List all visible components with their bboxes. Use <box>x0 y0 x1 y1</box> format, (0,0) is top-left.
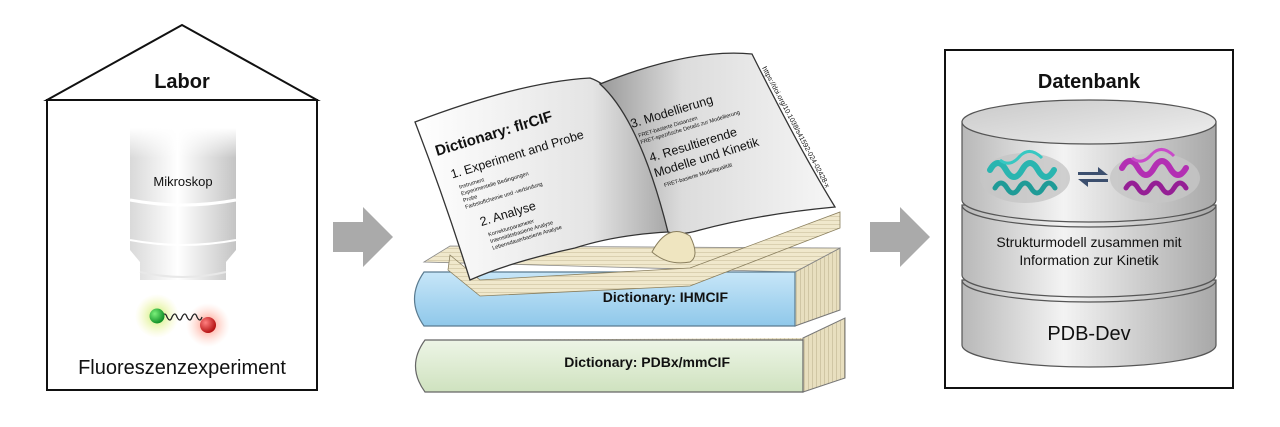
cylinder-segment-middle <box>961 204 1217 298</box>
flow-arrow-2 <box>870 207 930 267</box>
section1-item: Probe <box>463 194 479 204</box>
book-pdbx: Dictionary: PDBx/mmCIF <box>414 317 846 393</box>
datenbank-middle-line1: Strukturmodell zusammen mit <box>996 234 1181 250</box>
cylinder-lid <box>961 99 1217 145</box>
ihmcif-book-title: Dictionary: IHMCIF <box>603 289 729 305</box>
exchange-arrows-icon <box>1078 167 1108 187</box>
book-flrcif-open: Dictionary: flrCIF 1. Experiment and Pro… <box>414 52 841 297</box>
flow-arrow-1 <box>333 207 393 267</box>
protein-structure-magenta-icon <box>1110 148 1200 203</box>
labor-title: Labor <box>154 71 210 93</box>
labor-house: Labor Mikroskop Fluoreszenzexperiment <box>43 23 321 391</box>
left-page <box>414 77 669 281</box>
microscope-label: Mikroskop <box>153 174 212 189</box>
books-stack: Dictionary: PDBx/mmCIF Dictionary: IHMCI… <box>413 52 846 393</box>
database-cylinder-icon: Strukturmodell zusammen mit Information … <box>961 99 1217 368</box>
linker-spring <box>161 313 203 321</box>
microscope-icon: Mikroskop <box>129 128 237 280</box>
datenbank-bottom-label: PDB-Dev <box>1047 323 1130 345</box>
datenbank-middle-line2: Information zur Kinetik <box>1019 252 1159 268</box>
fret-fluorophore-pair <box>135 294 230 347</box>
red-fluorophore <box>200 317 216 333</box>
datenbank-title: Datenbank <box>1038 71 1141 93</box>
cylinder-segment-bottom <box>961 279 1217 368</box>
datenbank-panel: Datenbank <box>944 49 1234 389</box>
pdbx-book-title: Dictionary: PDBx/mmCIF <box>564 354 730 370</box>
green-fluorophore <box>149 308 165 324</box>
protein-structure-cyan-icon <box>980 150 1070 203</box>
right-page <box>598 52 837 235</box>
labor-caption: Fluoreszenzexperiment <box>78 357 286 379</box>
